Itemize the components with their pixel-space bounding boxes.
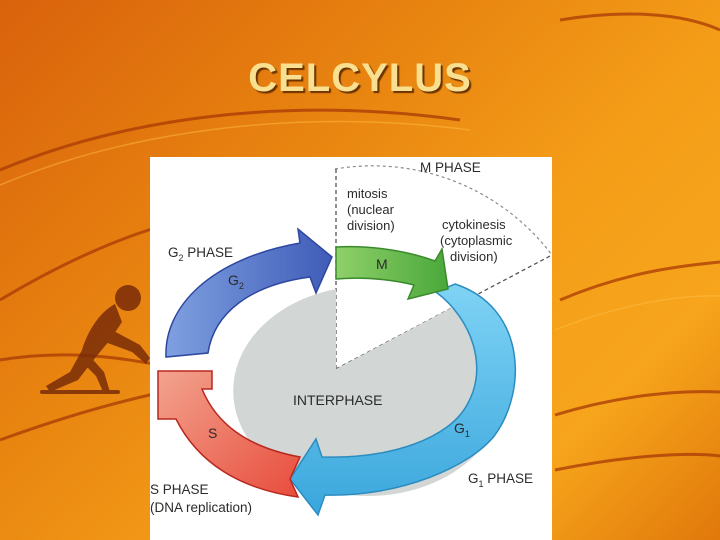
s-arrow-label: S	[208, 425, 217, 441]
s-phase-label: S PHASE	[150, 482, 209, 497]
mitosis-label: mitosis (nuclear division)	[347, 186, 398, 233]
m-arrow-label: M	[376, 256, 388, 272]
m-arrow	[336, 247, 448, 299]
background-streak	[560, 14, 720, 30]
g2-phase-label: G2 PHASE	[168, 245, 233, 263]
slide-title: CELCYLUS	[0, 56, 720, 101]
background-streak	[560, 262, 720, 300]
cytokinesis-label: cytokinesis (cytoplasmic division)	[440, 217, 516, 264]
background-streak	[555, 454, 720, 470]
g1-phase-label: G1 PHASE	[468, 471, 533, 489]
cell-cycle-diagram: M PHASE mitosis (nuclear division) cytok…	[150, 157, 552, 540]
m-phase-label: M PHASE	[420, 160, 481, 175]
sprinter-silhouette	[40, 285, 150, 394]
background-streak	[555, 296, 720, 330]
background-streak	[555, 392, 720, 415]
interphase-label: INTERPHASE	[293, 392, 382, 408]
dna-replication-label: (DNA replication)	[150, 500, 252, 515]
